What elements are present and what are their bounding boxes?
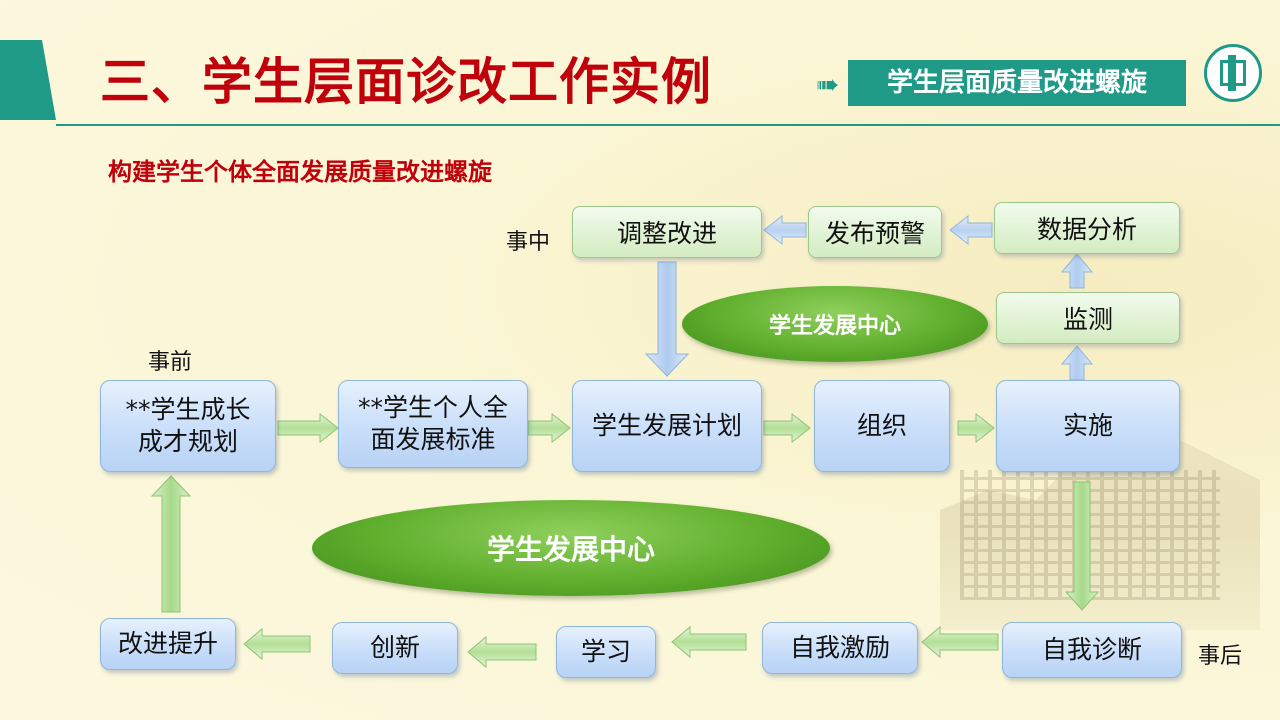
node-innovation: 创新 — [332, 622, 458, 674]
node-monitor: 监测 — [996, 292, 1180, 344]
arrow-organize-to-implement — [957, 412, 995, 444]
node-development-standard: **学生个人全 面发展标准 — [338, 380, 528, 468]
page-subtitle: 构建学生个体全面发展质量改进螺旋 — [108, 158, 492, 186]
page-title: 三、学生层面诊改工作实例 — [100, 53, 712, 111]
arrow-diagnosis-to-motivation — [921, 625, 999, 659]
arrow-plan-to-standard — [277, 412, 339, 444]
arrow-analysis-to-warning — [949, 214, 993, 246]
node-implement: 实施 — [996, 380, 1180, 472]
node-growth-plan: **学生成长 成才规划 — [100, 380, 276, 472]
node-self-motivation: 自我激励 — [762, 622, 918, 674]
node-development-plan: 学生发展计划 — [572, 380, 762, 472]
node-organize: 组织 — [814, 380, 950, 472]
arrow-standard-to-devplan — [527, 412, 571, 444]
node-self-diagnosis: 自我诊断 — [1002, 622, 1182, 678]
double-arrow-icon: ➠ — [816, 68, 840, 101]
node-improve: 改进提升 — [100, 618, 236, 670]
arrow-adjust-to-devplan — [644, 261, 690, 377]
school-logo-icon — [1204, 44, 1262, 102]
center-ellipse-upper: 学生发展中心 — [682, 286, 988, 362]
node-adjust-improve: 调整改进 — [572, 206, 762, 258]
title-divider — [56, 124, 1280, 126]
arrow-study-to-innovation — [467, 635, 537, 669]
arrow-warning-to-adjust — [763, 214, 807, 246]
arrow-monitor-to-analysis — [1060, 253, 1094, 289]
label-after: 事后 — [1198, 644, 1243, 669]
arrow-improve-to-plan — [150, 475, 192, 613]
arrow-implement-to-monitor — [1060, 345, 1094, 381]
node-study: 学习 — [556, 626, 656, 678]
node-publish-warning: 发布预警 — [808, 206, 942, 258]
label-before: 事前 — [148, 350, 193, 375]
section-tab: 学生层面质量改进螺旋 — [848, 60, 1186, 106]
arrow-devplan-to-organize — [763, 412, 811, 444]
center-ellipse-lower: 学生发展中心 — [312, 500, 830, 596]
label-during: 事中 — [506, 230, 551, 255]
arrow-innovation-to-improve — [243, 627, 311, 661]
node-data-analysis: 数据分析 — [994, 202, 1180, 254]
arrow-motivation-to-study — [671, 625, 747, 659]
arrow-implement-to-diagnosis — [1064, 481, 1100, 611]
